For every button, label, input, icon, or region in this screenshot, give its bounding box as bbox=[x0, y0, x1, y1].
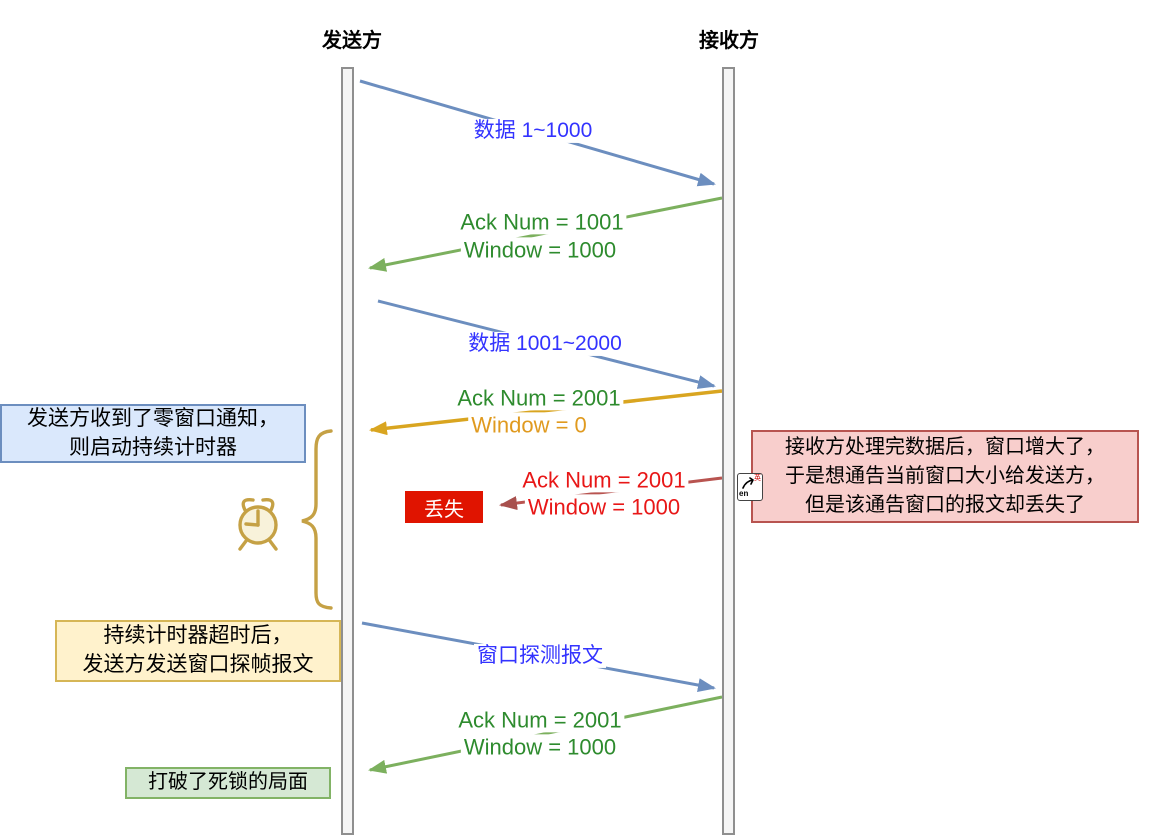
note-timer-timeout-line1: 持续计时器超时后， bbox=[103, 624, 293, 648]
msg-data-1001-2000-label: 数据 1001~2000 bbox=[465, 331, 625, 357]
msg-ack-1001-line1: Ack Num = 1001 bbox=[457, 209, 627, 235]
note-zero-window-line1: 发送方收到了零窗口通知， bbox=[27, 406, 279, 430]
note-receiver-window-line3: 但是该通告窗口的报文却丢失了 bbox=[805, 494, 1085, 516]
note-zero-window-line2: 则启动持续计时器 bbox=[69, 435, 237, 459]
sender-actor-label: 发送方 bbox=[322, 30, 382, 52]
msg-ack-lost-line1: Ack Num = 2001 bbox=[519, 467, 689, 493]
msg-ack-1001-line2: Window = 1000 bbox=[460, 237, 620, 263]
note-zero-window: 发送方收到了零窗口通知， 则启动持续计时器 bbox=[0, 404, 306, 463]
receiver-lifeline bbox=[722, 67, 735, 835]
msg-data-1-1000-label: 数据 1~1000 bbox=[470, 118, 596, 144]
note-deadlock-broken-line1: 打破了死锁的局面 bbox=[148, 771, 308, 794]
ime-cursor-badge: 英 bbox=[754, 475, 761, 482]
persist-timer-brace bbox=[301, 429, 333, 610]
note-timer-timeout-line2: 发送方发送窗口探帧报文 bbox=[82, 653, 314, 676]
receiver-actor-label: 接收方 bbox=[699, 30, 759, 52]
lost-badge-label: 丢失 bbox=[424, 498, 464, 521]
note-timer-timeout: 持续计时器超时后， 发送方发送窗口探帧报文 bbox=[55, 620, 341, 682]
ime-cursor-icon: en 英 bbox=[737, 473, 763, 501]
note-receiver-window-line2: 于是想通告当前窗口大小给发送方， bbox=[785, 465, 1105, 487]
note-receiver-window-line1: 接收方处理完数据后，窗口增大了， bbox=[785, 436, 1105, 458]
msg-ack-lost-line2: Window = 1000 bbox=[524, 494, 684, 520]
alarm-clock-icon bbox=[238, 498, 278, 551]
msg-ack-zero-line2: Window = 0 bbox=[468, 412, 590, 438]
lost-badge: 丢失 bbox=[405, 491, 483, 523]
msg-ack-final-line2: Window = 1000 bbox=[460, 734, 620, 760]
msg-ack-final-line1: Ack Num = 2001 bbox=[455, 707, 625, 733]
note-deadlock-broken: 打破了死锁的局面 bbox=[125, 767, 331, 799]
note-receiver-window: 接收方处理完数据后，窗口增大了， 于是想通告当前窗口大小给发送方， 但是该通告窗… bbox=[751, 430, 1139, 523]
sender-lifeline bbox=[341, 67, 354, 835]
ime-cursor-text: en bbox=[739, 489, 749, 498]
msg-ack-zero-line1: Ack Num = 2001 bbox=[454, 385, 624, 411]
cursor-arrow-icon bbox=[742, 477, 754, 489]
msg-window-probe-label: 窗口探测报文 bbox=[474, 643, 606, 669]
